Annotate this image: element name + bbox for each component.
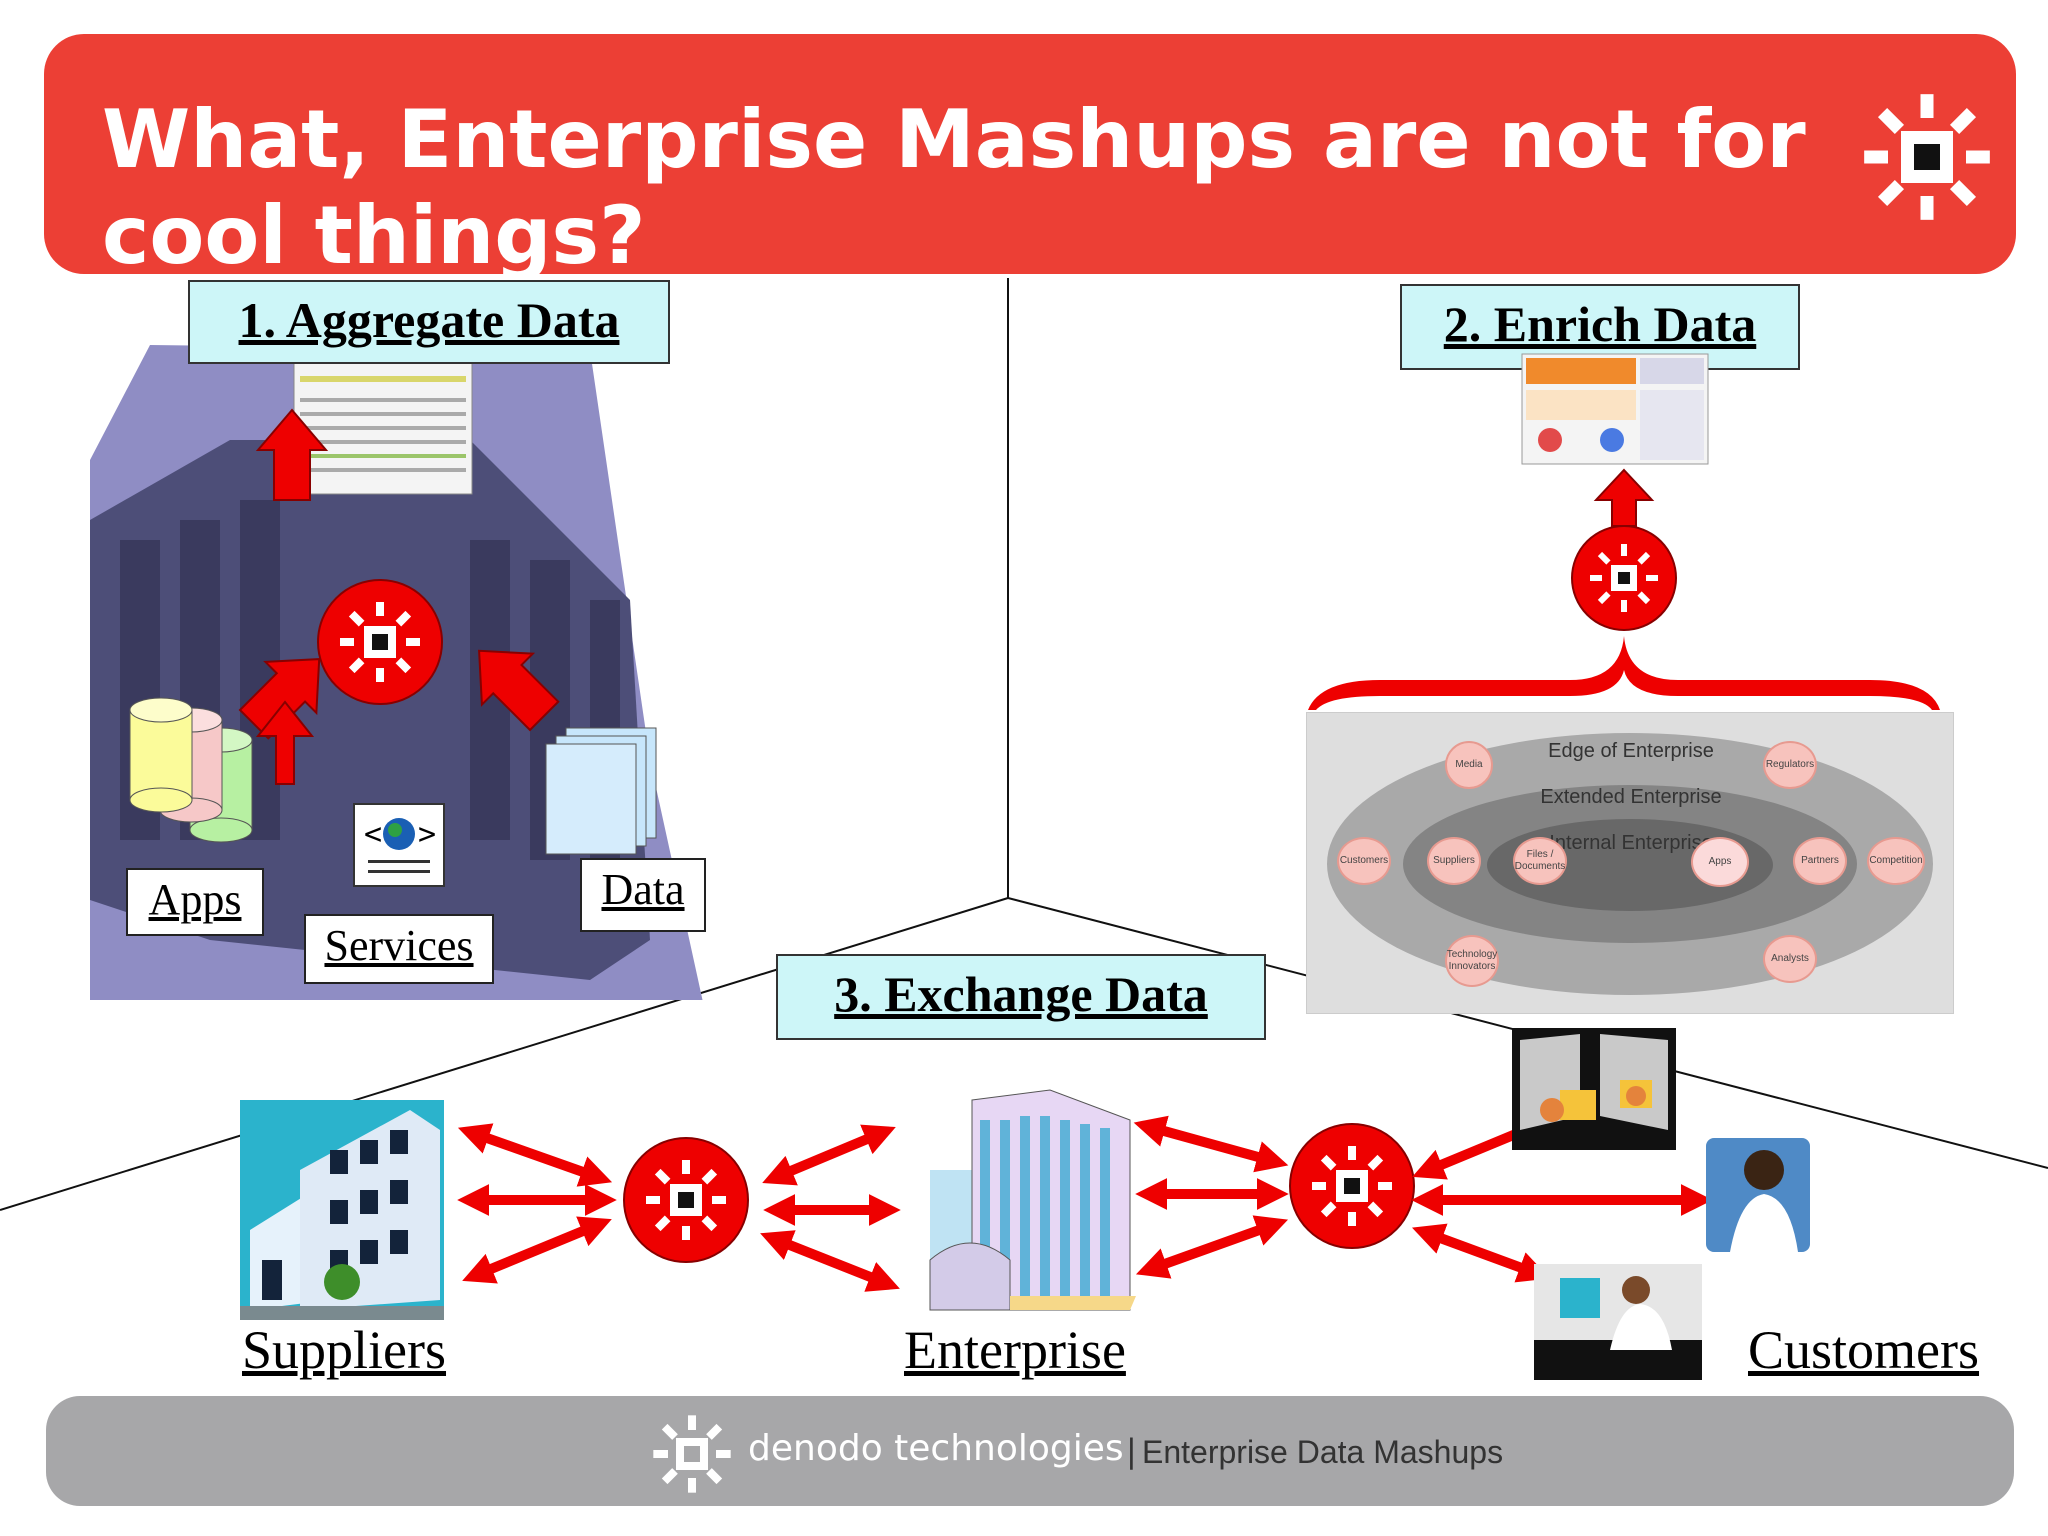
customer-woman-icon <box>1706 1138 1810 1252</box>
enrich-illustration <box>1308 353 1940 710</box>
node-competition: Competition <box>1867 837 1925 885</box>
customer-hub-icon <box>1289 1123 1415 1249</box>
footer-separator: | <box>1126 1432 1137 1470</box>
aggregate-illustration: < > <box>90 345 703 1000</box>
footer-product: Enterprise Data Mashups <box>1142 1434 1504 1470</box>
web-service-icon: < > <box>353 803 445 887</box>
data-pages-icon <box>545 727 657 855</box>
dashboard-thumbnail <box>1521 353 1709 465</box>
office-workers-icon <box>1512 1028 1676 1150</box>
svg-text:>: > <box>418 817 436 852</box>
enterprise-ring-diagram: Edge of Enterprise Extended Enterprise I… <box>1306 712 1954 1014</box>
enrich-brace <box>1308 636 1940 710</box>
page-title: What, Enterprise Mashups are not for coo… <box>102 93 1806 282</box>
enrich-arrow <box>1593 468 1655 527</box>
svg-text:<: < <box>364 817 382 852</box>
report-thumbnail <box>293 361 473 495</box>
database-icon <box>129 697 253 843</box>
ring-outer-label: Edge of Enterprise <box>1548 740 1714 762</box>
denodo-logo-icon <box>1864 94 1990 220</box>
exchange-data-label: 3. Exchange Data <box>776 954 1266 1040</box>
exchange-illustration <box>240 1028 1810 1380</box>
apps-label: Apps <box>126 868 264 936</box>
ring-inner-label: Internal Enterprise <box>1549 832 1713 854</box>
node-partners: Partners <box>1793 837 1847 885</box>
node-media: Media <box>1445 741 1493 789</box>
aggregate-data-label: 1. Aggregate Data <box>188 280 670 364</box>
data-label: Data <box>580 858 706 932</box>
suppliers-building-icon <box>240 1100 444 1320</box>
title-banner: What, Enterprise Mashups are not for coo… <box>44 34 2016 282</box>
footer-bar: denodo technologies | Enterprise Data Ma… <box>46 1396 2014 1506</box>
aggregate-hub-icon <box>317 579 443 705</box>
exchange-arrows <box>457 1115 1713 1292</box>
node-analysts: Analysts <box>1763 935 1817 983</box>
node-apps: Apps <box>1691 837 1749 887</box>
denodo-footer-logo-icon <box>653 1415 731 1493</box>
aggregate-arrows <box>238 408 560 785</box>
services-label: Services <box>304 914 494 984</box>
footer-brand: denodo technologies <box>748 1428 1124 1469</box>
suppliers-caption: Suppliers <box>242 1320 447 1380</box>
node-suppliers: Suppliers <box>1427 837 1481 885</box>
enterprise-caption: Enterprise <box>904 1320 1126 1380</box>
supplier-hub-icon <box>623 1137 749 1263</box>
enrich-hub-icon <box>1571 525 1677 631</box>
ring-middle-label: Extended Enterprise <box>1540 786 1722 808</box>
node-regulators: Regulators <box>1763 741 1817 789</box>
node-tech: Technology Innovators <box>1445 935 1499 987</box>
stressed-worker-icon <box>1534 1264 1702 1380</box>
customers-caption: Customers <box>1748 1320 1980 1380</box>
enterprise-building-icon <box>929 1089 1136 1311</box>
node-files: Files / Documents <box>1513 837 1567 885</box>
node-customers: Customers <box>1337 837 1391 885</box>
